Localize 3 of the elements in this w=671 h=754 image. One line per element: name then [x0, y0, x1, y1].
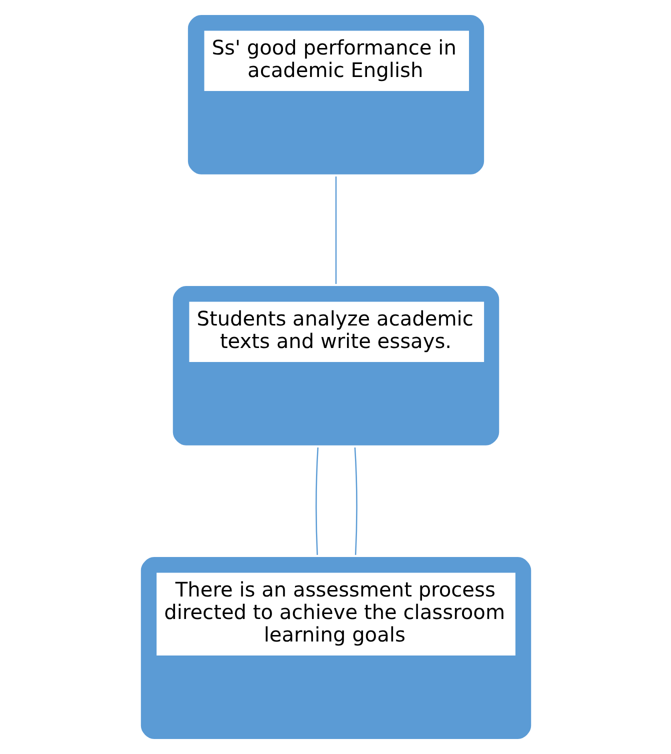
connector: [315, 447, 318, 555]
connector: [334, 176, 336, 284]
connector: [354, 447, 357, 555]
